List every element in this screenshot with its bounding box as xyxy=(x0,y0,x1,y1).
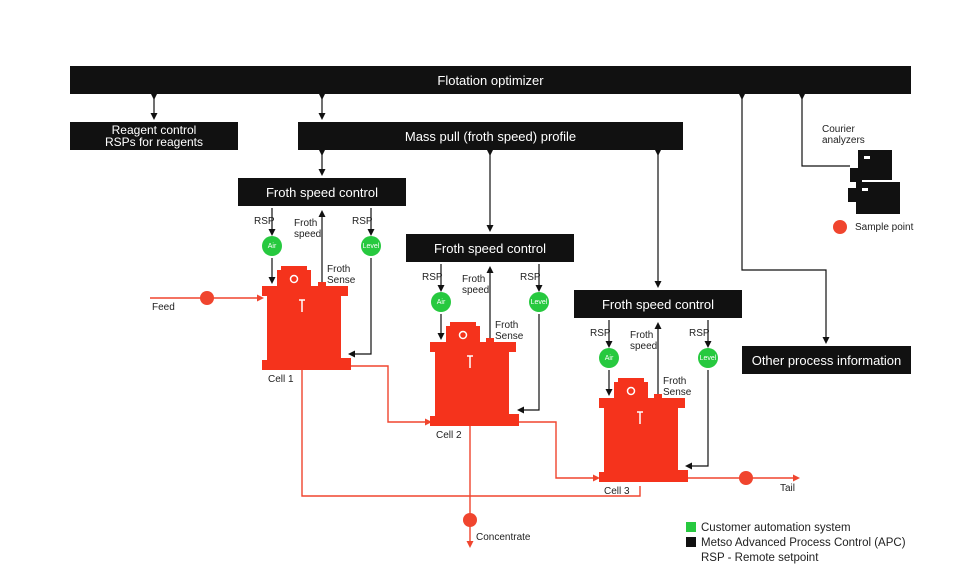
froth-speed-control-3: Froth speed control xyxy=(574,290,742,318)
froth-speed-2-l1: Froth xyxy=(462,274,486,285)
sample-point-label: Sample point xyxy=(855,222,914,233)
level-indicator-2: Level xyxy=(529,292,549,312)
legend-customer-text: Customer automation system xyxy=(701,522,851,534)
courier-label: Courier analyzers xyxy=(822,124,865,146)
froth-speed-1-l2: speed xyxy=(294,229,322,240)
froth-speed-control-2: Froth speed control xyxy=(406,234,574,262)
flotation-cells xyxy=(262,266,688,482)
cell-1-graphic xyxy=(262,266,351,370)
air-indicator-3: Air xyxy=(599,348,619,368)
froth-sense-3-l2: Sense xyxy=(663,387,692,398)
rsp-label-level-1: RSP xyxy=(352,216,373,227)
cell-3-label: Cell 3 xyxy=(604,486,630,497)
froth-speed-2-l2: speed xyxy=(462,285,490,296)
froth-speed-label-3: Froth speed xyxy=(630,330,657,352)
reagent-line-2: RSPs for reagents xyxy=(104,135,204,149)
air-indicator-1: Air xyxy=(262,236,282,256)
froth-sense-3-l1: Froth xyxy=(663,376,687,387)
froth-speed-control-1: Froth speed control xyxy=(238,178,406,206)
courier-analyzer-icon xyxy=(848,150,900,214)
froth-speed-1-l1: Froth xyxy=(294,218,318,229)
froth-speed-3-l2: speed xyxy=(630,341,658,352)
froth-speed-label-1: Froth speed xyxy=(294,218,321,240)
legend-apc: Metso Advanced Process Control (APC) xyxy=(686,537,906,549)
froth-sense-label-2: Froth Sense xyxy=(495,320,523,342)
rsp-label-air-2: RSP xyxy=(422,272,443,283)
rsp-label-level-2: RSP xyxy=(520,272,541,283)
tail-label: Tail xyxy=(780,483,796,494)
froth-sense-2-l2: Sense xyxy=(495,331,524,342)
cell-2-label: Cell 2 xyxy=(436,430,462,441)
legend-rsp: RSP - Remote setpoint xyxy=(701,552,819,564)
rsp-label-air-3: RSP xyxy=(590,328,611,339)
froth-sense-label-1: Froth Sense xyxy=(327,264,355,286)
black-swatch xyxy=(686,537,696,547)
froth-sense-1-l2: Sense xyxy=(327,275,356,286)
cell-2-graphic xyxy=(430,322,519,426)
air-indicator-2: Air xyxy=(431,292,451,312)
legend-customer: Customer automation system xyxy=(686,522,851,534)
other-process-info-block: Other process information xyxy=(742,346,911,374)
reagent-control-block: Reagent control RSPs for reagents xyxy=(70,122,238,150)
rsp-label-level-3: RSP xyxy=(689,328,710,339)
froth-sense-label-3: Froth Sense xyxy=(663,376,691,398)
flotation-optimizer-block: Flotation optimizer xyxy=(70,66,911,94)
control-links xyxy=(150,93,850,470)
reagent-line-1: Reagent control xyxy=(111,123,197,137)
cell-1-label: Cell 1 xyxy=(268,374,294,385)
green-swatch xyxy=(686,522,696,532)
concentrate-label: Concentrate xyxy=(476,532,531,543)
froth-sense-2-l1: Froth xyxy=(495,320,519,331)
feed-label: Feed xyxy=(152,302,175,313)
courier-line-1: Courier xyxy=(822,124,855,135)
sample-dots xyxy=(200,220,847,527)
courier-line-2: analyzers xyxy=(822,135,865,146)
legend-apc-text: Metso Advanced Process Control (APC) xyxy=(701,537,906,549)
mass-pull-block: Mass pull (froth speed) profile xyxy=(298,122,683,150)
froth-speed-3-l1: Froth xyxy=(630,330,654,341)
level-indicator-3: Level xyxy=(698,348,718,368)
cell-details xyxy=(289,274,643,424)
rsp-label-air-1: RSP xyxy=(254,216,275,227)
level-indicator-1: Level xyxy=(361,236,381,256)
froth-sense-1-l1: Froth xyxy=(327,264,351,275)
cell-3-graphic xyxy=(599,378,688,482)
froth-speed-label-2: Froth speed xyxy=(462,274,489,296)
